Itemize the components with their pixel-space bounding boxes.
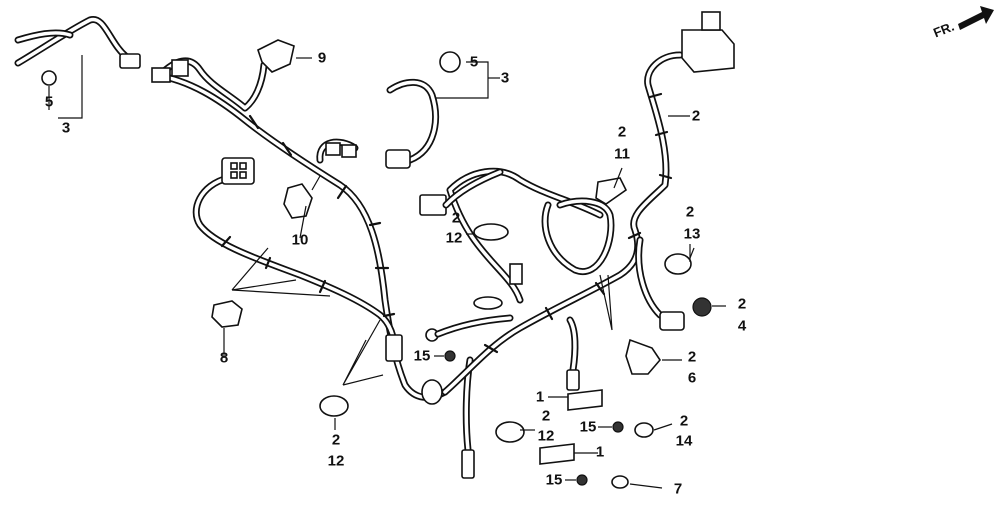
main-harness	[151, 57, 475, 479]
bolts	[444, 350, 624, 486]
callout-2: 2	[737, 295, 747, 313]
callout-3: 3	[61, 119, 71, 137]
callout-1: 1	[535, 388, 545, 406]
callout-2: 2	[691, 107, 701, 125]
callout-9: 9	[317, 49, 327, 67]
callout-5: 5	[469, 53, 479, 71]
callout-2: 2	[685, 203, 695, 221]
callout-12: 12	[445, 229, 463, 247]
callout-1: 1	[595, 443, 605, 461]
plates	[539, 389, 603, 465]
callout-6: 6	[687, 369, 697, 387]
callout-13: 13	[683, 225, 701, 243]
callout-2: 2	[679, 412, 689, 430]
callout-15: 15	[413, 347, 431, 365]
sub-harness-3	[14, 16, 461, 169]
front-direction-arrow	[958, 6, 994, 30]
callout-12: 12	[537, 427, 555, 445]
leader-lines	[48, 55, 726, 489]
clips	[211, 39, 628, 328]
callout-14: 14	[675, 432, 693, 450]
callout-8: 8	[219, 349, 229, 367]
secondary-harness	[419, 11, 735, 396]
callout-7: 7	[673, 480, 683, 498]
callout-15: 15	[579, 418, 597, 436]
callout-5: 5	[44, 93, 54, 111]
clamps	[319, 223, 712, 489]
callout-2: 2	[687, 348, 697, 366]
callout-2: 2	[451, 209, 461, 227]
callout-2: 2	[541, 407, 551, 425]
callout-4: 4	[737, 317, 747, 335]
callout-15: 15	[545, 471, 563, 489]
callout-12: 12	[327, 452, 345, 470]
callout-2: 2	[331, 431, 341, 449]
callout-3: 3	[500, 69, 510, 87]
callout-11: 11	[614, 145, 630, 163]
callout-10: 10	[291, 231, 309, 249]
callout-2: 2	[617, 123, 627, 141]
